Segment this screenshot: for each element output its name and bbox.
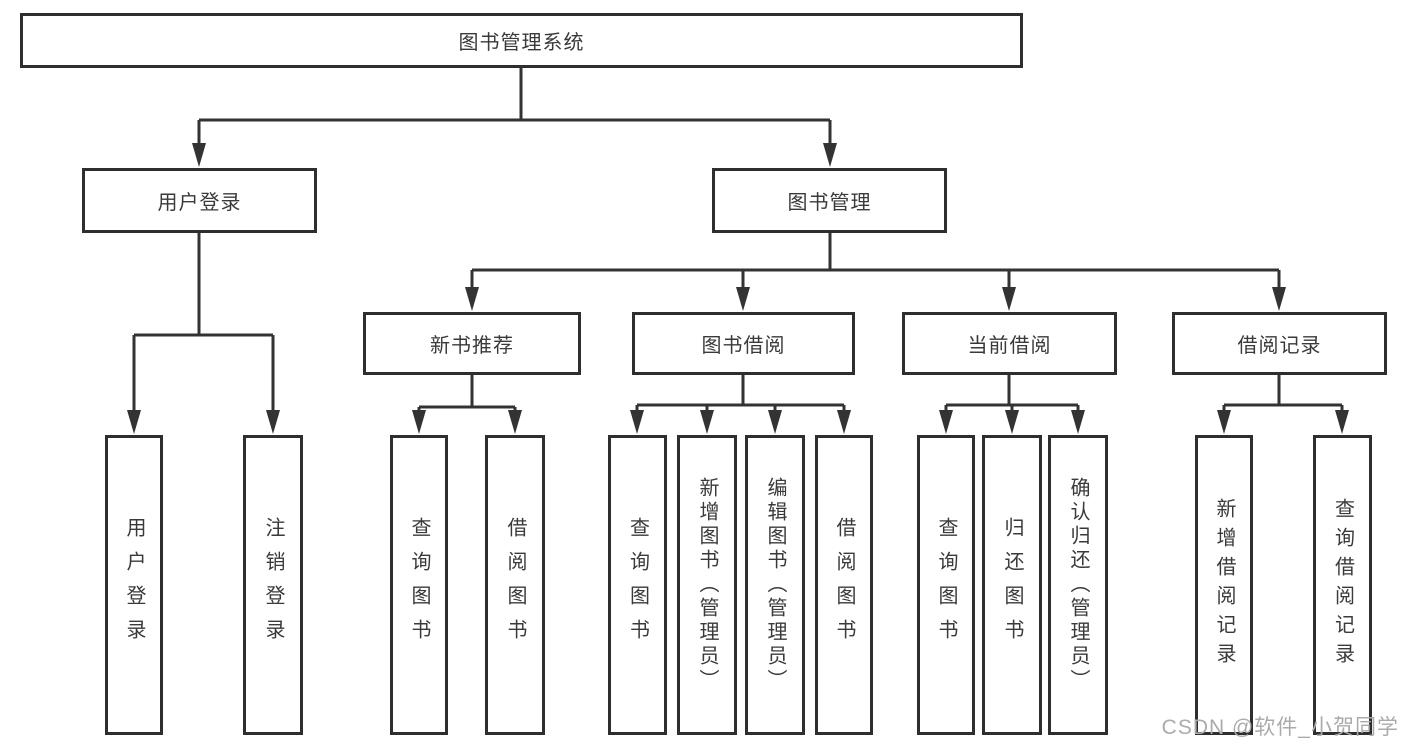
arrowhead [1071, 410, 1085, 434]
node-leaf-add-borrow-record: 新增借阅记录 [1195, 435, 1253, 735]
node-leaf-cur-return-books: 归还图书 [982, 435, 1042, 735]
arrowhead [465, 287, 479, 311]
arrowhead [1002, 287, 1016, 311]
arrowhead [508, 410, 522, 434]
node-leaf-bor-add-books: 新增图书（管理员） [677, 435, 737, 735]
arrowhead [127, 410, 141, 434]
edge-borrowing-to-leaves [635, 375, 846, 412]
node-leaf-user-login: 用户登录 [105, 435, 163, 735]
arrowhead [412, 410, 426, 434]
edge-root-to-level2 [197, 68, 832, 146]
arrowhead [630, 410, 644, 434]
node-user-login: 用户登录 [82, 168, 317, 233]
node-leaf-query-borrow-record: 查询借阅记录 [1313, 435, 1372, 735]
arrowhead [700, 410, 714, 434]
node-current-borrowing: 当前借阅 [902, 312, 1117, 375]
node-leaf-rec-borrow-books: 借阅图书 [485, 435, 545, 735]
arrowhead [1005, 410, 1019, 434]
arrowhead [1217, 410, 1231, 434]
node-leaf-cur-confirm-return: 确认归还（管理员） [1048, 435, 1108, 735]
node-new-book-recommend: 新书推荐 [363, 312, 581, 375]
edge-records-to-leaves [1222, 375, 1344, 412]
arrowhead [1272, 287, 1286, 311]
edge-newbook-to-leaves [417, 375, 517, 412]
arrowhead [266, 410, 280, 434]
node-leaf-bor-edit-books: 编辑图书（管理员） [745, 435, 805, 735]
edge-userlogin-to-leaves [132, 233, 275, 412]
node-leaf-rec-query-books: 查询图书 [390, 435, 448, 735]
node-root: 图书管理系统 [20, 13, 1023, 68]
arrowhead [939, 410, 953, 434]
arrowhead [823, 143, 837, 167]
arrowhead [192, 143, 206, 167]
node-leaf-bor-query-books: 查询图书 [608, 435, 667, 735]
node-leaf-logout: 注销登录 [243, 435, 303, 735]
node-book-management: 图书管理 [712, 168, 947, 233]
arrowhead [736, 287, 750, 311]
arrowhead [768, 410, 782, 434]
edge-current-to-leaves [944, 375, 1080, 412]
arrowhead [837, 410, 851, 434]
csdn-watermark: CSDN @软件_小贺同学 [1161, 716, 1399, 739]
node-leaf-bor-borrow-books: 借阅图书 [815, 435, 873, 735]
node-book-borrowing: 图书借阅 [632, 312, 855, 375]
arrowhead [1335, 410, 1349, 434]
edge-bookmgmt-to-level3 [470, 233, 1281, 290]
node-leaf-cur-query-books: 查询图书 [917, 435, 975, 735]
node-borrowing-records: 借阅记录 [1172, 312, 1387, 375]
arrowheads [127, 143, 1349, 434]
